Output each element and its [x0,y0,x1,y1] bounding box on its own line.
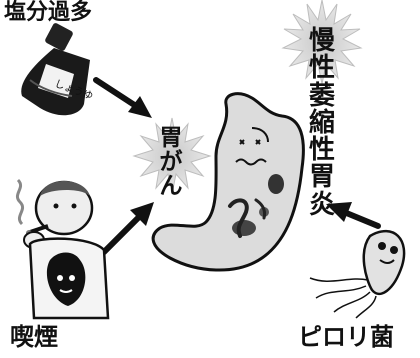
smoking-label: 喫煙 [10,323,58,351]
arrow-icon [93,77,152,118]
tumor-icon [268,174,284,194]
pylori-label: ピロリ菌 [298,323,394,351]
helicobacter-pylori-icon [309,229,406,319]
bottle-label: しょうゆ [53,78,95,103]
starburst-icon [132,117,212,195]
smoking-man-icon [15,178,110,320]
starburst-icon [281,0,363,85]
center-label: 胃がん [159,125,183,200]
atrophic-label: 慢性萎縮性胃炎 [309,26,336,220]
stomach-icon [151,92,305,272]
arrow-icon [326,202,381,229]
arrow-icon [101,202,154,255]
soy-sauce-bottle-icon [21,23,91,116]
salt-label: 塩分過多 [4,0,93,25]
